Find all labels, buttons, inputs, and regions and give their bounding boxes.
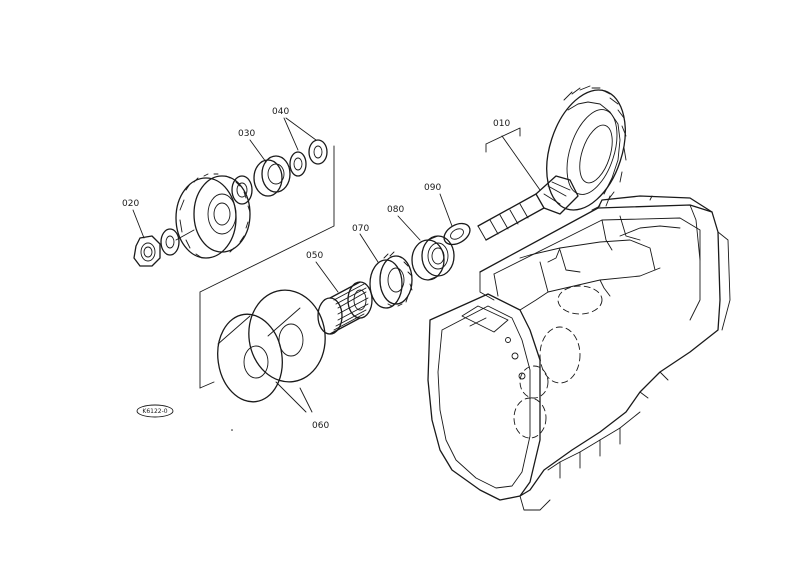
label-020: 020 (122, 199, 139, 209)
part-050-needle-bearing (315, 261, 373, 335)
part-090-washer (439, 193, 471, 246)
part-070-gear (359, 233, 413, 309)
part-040-washers (283, 117, 328, 177)
part-020-nut (132, 209, 180, 267)
label-050: 050 (306, 251, 323, 261)
label-080: 080 (387, 205, 404, 215)
part-labels: 010 020 030 040 050 060 070 080 090 (122, 107, 510, 431)
part-060-discs (217, 289, 326, 413)
part-010-pinion-and-ring-gear (477, 85, 627, 241)
large-gear (175, 173, 251, 259)
drawing-code-text: K6122-0 (142, 408, 167, 415)
label-040: 040 (272, 107, 289, 117)
label-090: 090 (424, 183, 441, 193)
label-070: 070 (352, 224, 369, 234)
assembly-bracket-frame (199, 145, 335, 389)
label-010: 010 (493, 119, 510, 129)
stray-dot (231, 429, 233, 431)
drawing-code-stamp: K6122-0 (136, 404, 174, 418)
part-030-bearing (231, 139, 291, 205)
part-080-bearing (397, 215, 455, 281)
label-030: 030 (238, 129, 255, 139)
transmission-housing (427, 195, 731, 511)
label-060: 060 (312, 421, 329, 431)
